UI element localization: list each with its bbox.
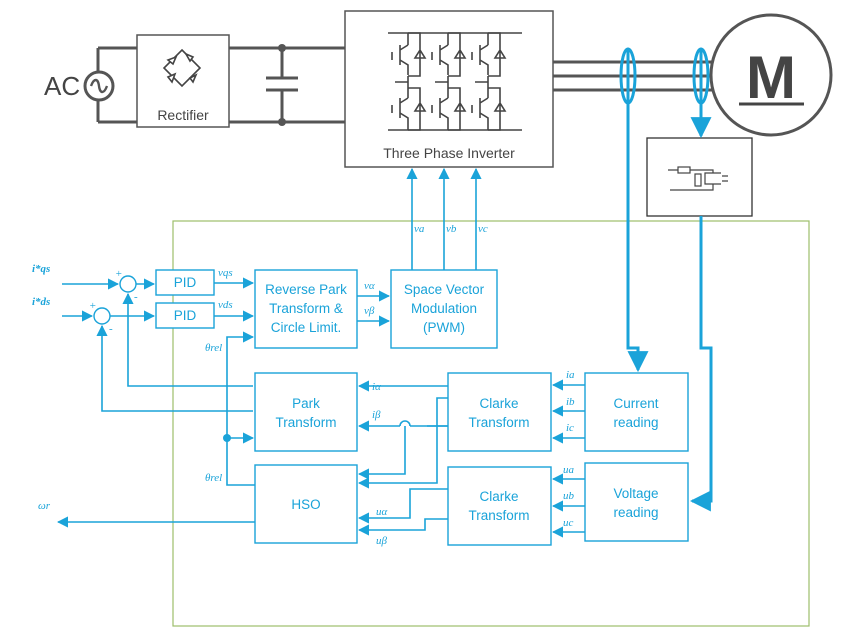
voltage-reading-line2: reading — [613, 505, 658, 520]
plus-d-sign: + — [89, 300, 96, 312]
diode-bridge-icon — [162, 48, 202, 88]
clarke-voltage-line2: Transform — [468, 508, 529, 523]
hso-label: HSO — [291, 497, 320, 512]
clarke-current-line1: Clarke — [479, 396, 518, 411]
clarke-voltage-block — [447, 466, 552, 546]
park-line2: Transform — [275, 415, 336, 430]
clarke-current-block — [447, 372, 552, 452]
ub-label: ub — [563, 490, 575, 502]
control-wiring — [56, 167, 585, 538]
motor-label: M — [746, 44, 796, 111]
clarke-voltage-line1: Clarke — [479, 489, 518, 504]
minus-d-sign: - — [109, 323, 113, 335]
capacitor-icon — [266, 44, 298, 126]
theta-rel-label-2: θrel — [205, 472, 222, 484]
omega-r-label: ωr — [38, 500, 51, 512]
pid-q-block — [155, 269, 215, 296]
va-label: va — [414, 223, 425, 235]
vb-label: vb — [446, 223, 457, 235]
current-reading-line1: Current — [613, 396, 658, 411]
igbt-bridge-icon — [388, 32, 522, 131]
theta-rel-label-1: θrel — [205, 342, 222, 354]
signal-labels: i*qs i*ds + - + - vqs vds vα vβ va vb vc… — [32, 223, 575, 547]
svm-line2: Modulation — [411, 301, 477, 316]
vqs-label: vqs — [218, 267, 233, 279]
plus-q-sign: + — [115, 268, 122, 280]
hso-block — [254, 464, 358, 544]
u-alpha-label: uα — [376, 506, 388, 518]
u-beta-label: uβ — [376, 535, 388, 547]
park-block — [254, 372, 358, 452]
minus-q-sign: - — [134, 291, 138, 303]
voltage-reading-line1: Voltage — [613, 486, 658, 501]
i-alpha-label: iα — [372, 381, 381, 393]
svm-line3: (PWM) — [423, 320, 465, 335]
inverter-box — [344, 10, 554, 168]
svm-line1: Space Vector — [404, 282, 485, 297]
svm-block — [390, 269, 498, 349]
reverse-park-block — [254, 269, 358, 349]
pid-q-label: PID — [174, 275, 197, 290]
v-alpha-label: vα — [364, 280, 375, 292]
ic-label: ic — [566, 422, 574, 434]
rectifier-label: Rectifier — [157, 107, 209, 123]
id-ref-label: i*ds — [32, 296, 50, 308]
current-reading-block — [584, 372, 689, 452]
reverse-park-line3: Circle Limit. — [271, 320, 342, 335]
rc-filter-icon — [668, 166, 728, 191]
inverter-label: Three Phase Inverter — [383, 145, 515, 161]
vc-label: vc — [478, 223, 488, 235]
ib-label: ib — [566, 396, 575, 408]
i-beta-label: iβ — [372, 409, 381, 421]
ac-label: AC — [44, 71, 80, 101]
ia-label: ia — [566, 369, 575, 381]
vds-label: vds — [218, 299, 233, 311]
sensor-wiring — [619, 47, 713, 512]
control-blocks: PID PID Reverse Park Transform & Circle … — [93, 269, 689, 546]
v-beta-label: vβ — [364, 305, 375, 317]
park-line1: Park — [292, 396, 320, 411]
power-stage: AC Rectifier — [44, 10, 833, 217]
pid-d-label: PID — [174, 308, 197, 323]
clarke-current-line2: Transform — [468, 415, 529, 430]
ua-label: ua — [563, 464, 575, 476]
iq-ref-label: i*qs — [32, 263, 50, 275]
reverse-park-line2: Transform & — [269, 301, 343, 316]
current-reading-line2: reading — [613, 415, 658, 430]
voltage-reading-block — [584, 462, 689, 542]
pid-d-block — [155, 302, 215, 329]
uc-label: uc — [563, 517, 574, 529]
reverse-park-line1: Reverse Park — [265, 282, 347, 297]
voltage-sensor-box — [646, 137, 753, 217]
